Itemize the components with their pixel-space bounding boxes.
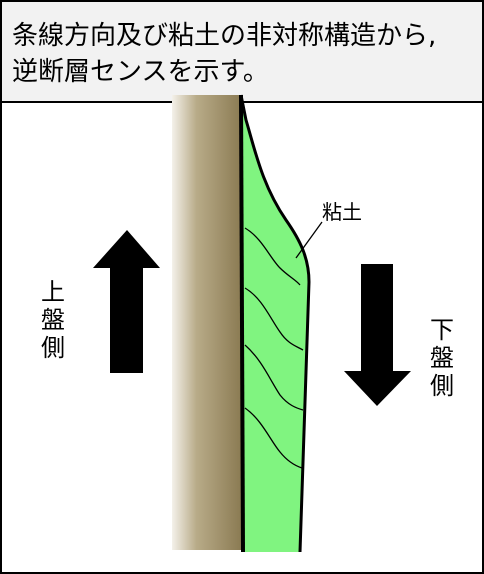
rock-wall — [172, 95, 242, 550]
fabric-line-4 — [244, 407, 303, 469]
clay-label: 粘土 — [322, 200, 362, 224]
caption-box: 条線方向及び粘土の非対称構造から, 逆断層センスを示す。 — [0, 0, 484, 103]
clay-outline — [239, 94, 311, 553]
clay-fabric-lines — [244, 227, 304, 469]
caption-line-2: 逆断層センスを示す。 — [12, 57, 269, 87]
hanging-wall-label: 上盤側 — [41, 278, 65, 362]
clay-leader-line — [295, 221, 323, 259]
fabric-line-2 — [244, 287, 304, 351]
footwall-label: 下盤側 — [430, 316, 454, 400]
up-arrow — [93, 230, 160, 373]
fault-plane — [239, 94, 245, 553]
fabric-line-1 — [244, 227, 301, 286]
down-arrow — [344, 264, 411, 406]
fabric-line-3 — [244, 344, 304, 411]
caption-line-1: 条線方向及び粘土の非対称構造から, — [12, 21, 437, 51]
